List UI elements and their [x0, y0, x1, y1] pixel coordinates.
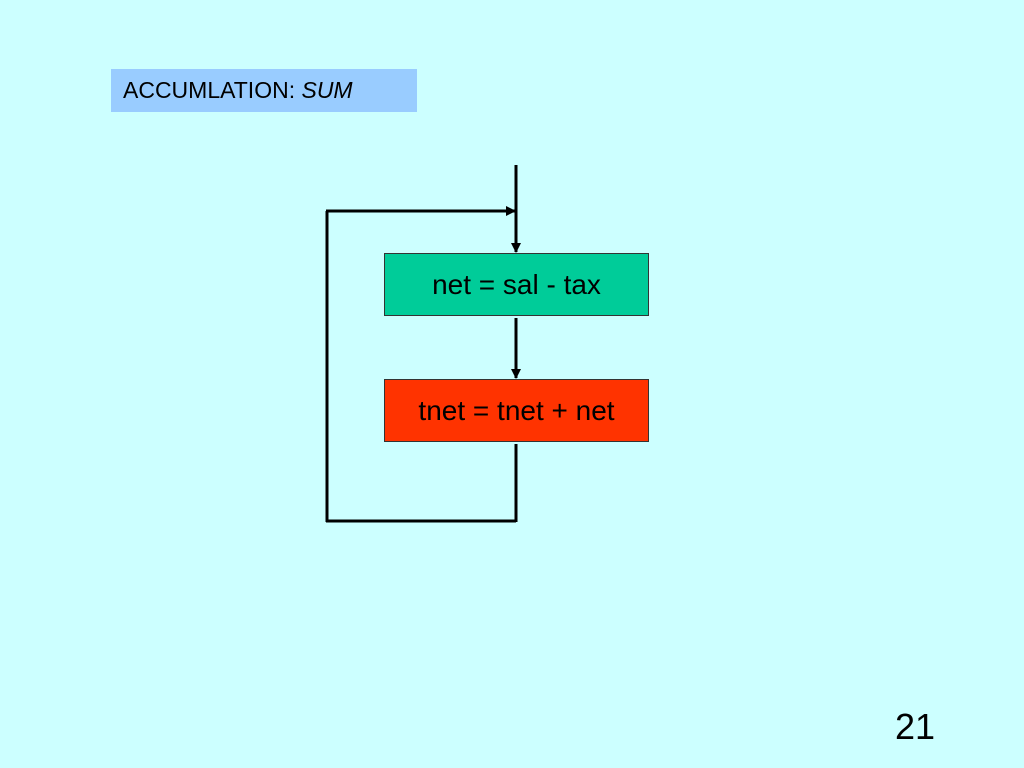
- slide-title-emphasis: SUM: [301, 77, 353, 103]
- slide-title-box: ACCUMLATION: SUM: [111, 69, 417, 112]
- step-label: tnet = tnet + net: [418, 394, 615, 426]
- flowchart-step-accumulate-tnet: tnet = tnet + net: [384, 379, 649, 442]
- slide-title-prefix: ACCUMLATION:: [123, 77, 296, 103]
- flowchart-step-compute-net: net = sal - tax: [384, 253, 649, 316]
- slide-page-number: 21: [895, 706, 936, 747]
- step-label: net = sal - tax: [432, 268, 601, 300]
